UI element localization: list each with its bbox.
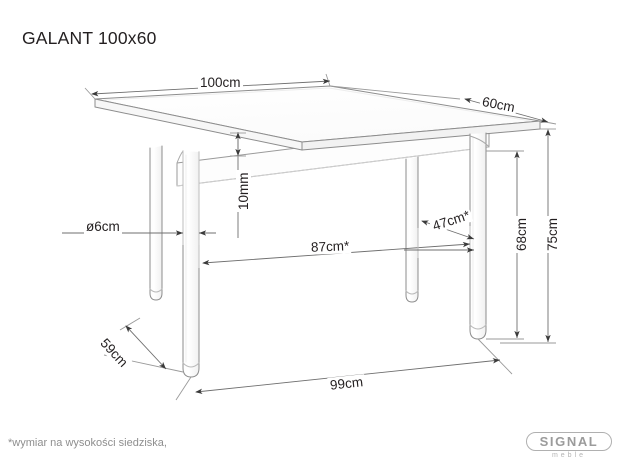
table-leg-rear-left: [149, 145, 163, 301]
dimension-label-total-height: 75cm: [545, 215, 560, 253]
page-title: GALANT 100x60: [22, 28, 157, 48]
footnote-text: *wymiar na wysokości siedziska,: [8, 437, 167, 449]
table-leg-front-left: [182, 150, 200, 378]
dimension-label-width-top: 100cm: [198, 75, 243, 90]
dimension-line-leg-diameter: [62, 151, 216, 245]
dimension-label-top-thickness: 10mm: [236, 170, 251, 212]
logo-tagline: meble: [551, 452, 587, 459]
dimension-label-leg-height: 68cm: [514, 215, 529, 253]
table-leg-rear-right: [405, 156, 419, 303]
logo-wordmark: SIGNAL: [539, 434, 599, 449]
logo-outline-shape: [526, 432, 612, 451]
dimension-label-leg-diameter: ø6cm: [84, 219, 122, 234]
brand-logo: SIGNAL meble: [526, 432, 614, 466]
table-illustration: [94, 85, 541, 378]
table-leg-front-right: [469, 132, 487, 340]
dimension-label-inner-width: 87cm*: [308, 238, 352, 255]
